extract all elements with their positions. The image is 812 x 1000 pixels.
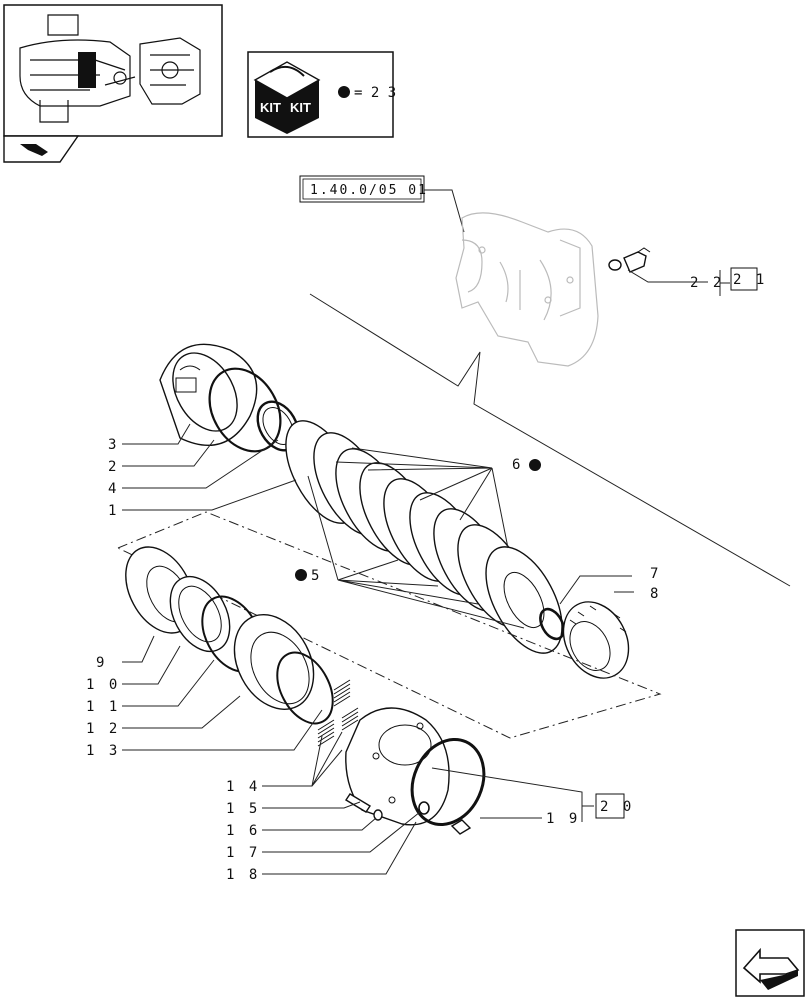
- kit-word-left: KIT: [260, 100, 281, 115]
- plug-and-washer: [608, 247, 758, 296]
- gear-hub-8: [562, 601, 630, 679]
- kit-dot-icon: [295, 569, 307, 581]
- part-label-1[interactable]: 1: [108, 503, 119, 519]
- plug-18: [450, 819, 472, 835]
- snap-ring-2: [208, 367, 282, 453]
- kit-legend: KIT KIT = 2 3: [247, 51, 396, 138]
- part-label-19[interactable]: 1 9: [546, 811, 580, 827]
- clutch-disc-pack: [285, 420, 563, 654]
- next-page-arrow-icon[interactable]: [735, 929, 805, 997]
- reference-assembly: 1.40.0/05 01: [299, 175, 599, 367]
- part-label-6[interactable]: 6: [512, 457, 523, 473]
- kit-dot-icon: [529, 459, 541, 471]
- part-label-20[interactable]: 2 0: [600, 799, 634, 815]
- seal-13: [276, 651, 334, 725]
- part-label-14[interactable]: 1 4: [226, 779, 260, 795]
- part-label-18[interactable]: 1 8: [226, 867, 260, 883]
- part-label-8[interactable]: 8: [650, 586, 661, 602]
- book-tab-icon[interactable]: [3, 135, 80, 163]
- piston-housing: [345, 707, 450, 826]
- kit-dot-icon: [338, 86, 350, 98]
- kit-word-right: KIT: [290, 100, 311, 115]
- reference-label[interactable]: 1.40.0/05 01: [310, 183, 428, 198]
- washer-16: [373, 809, 383, 821]
- part-label-9[interactable]: 9: [96, 655, 107, 671]
- springs-14: [317, 679, 359, 747]
- part-label-3[interactable]: 3: [108, 437, 119, 453]
- part-label-2[interactable]: 2: [108, 459, 119, 475]
- part-label-12[interactable]: 1 2: [86, 721, 120, 737]
- clutch-drum: [159, 343, 258, 446]
- leader-lines: [122, 423, 634, 875]
- part-label-11[interactable]: 1 1: [86, 699, 120, 715]
- kit-equals-count: = 2 3: [354, 85, 396, 101]
- ring-10: [169, 575, 231, 653]
- part-label-22[interactable]: 2 2: [690, 275, 724, 291]
- kit-box-icon: KIT KIT: [253, 61, 321, 134]
- o-ring-7: [539, 607, 565, 641]
- seal-ring-19: [410, 737, 486, 827]
- part-label-16[interactable]: 1 6: [226, 823, 260, 839]
- piston-12: [233, 614, 315, 710]
- part-label-10[interactable]: 1 0: [86, 677, 120, 693]
- overview-thumbnail[interactable]: [3, 4, 223, 137]
- part-label-21[interactable]: 2 1: [733, 272, 767, 288]
- part-labels: 3 2 4 1 6 5 7 8 9 1 0 1 1 1 2 1 3 1 4 1 …: [86, 272, 767, 883]
- part-label-13[interactable]: 1 3: [86, 743, 120, 759]
- part-label-5[interactable]: 5: [311, 568, 322, 584]
- part-label-15[interactable]: 1 5: [226, 801, 260, 817]
- part-label-7[interactable]: 7: [650, 566, 661, 582]
- part-label-17[interactable]: 1 7: [226, 845, 260, 861]
- o-ring-17: [418, 801, 430, 815]
- part-label-4[interactable]: 4: [108, 481, 119, 497]
